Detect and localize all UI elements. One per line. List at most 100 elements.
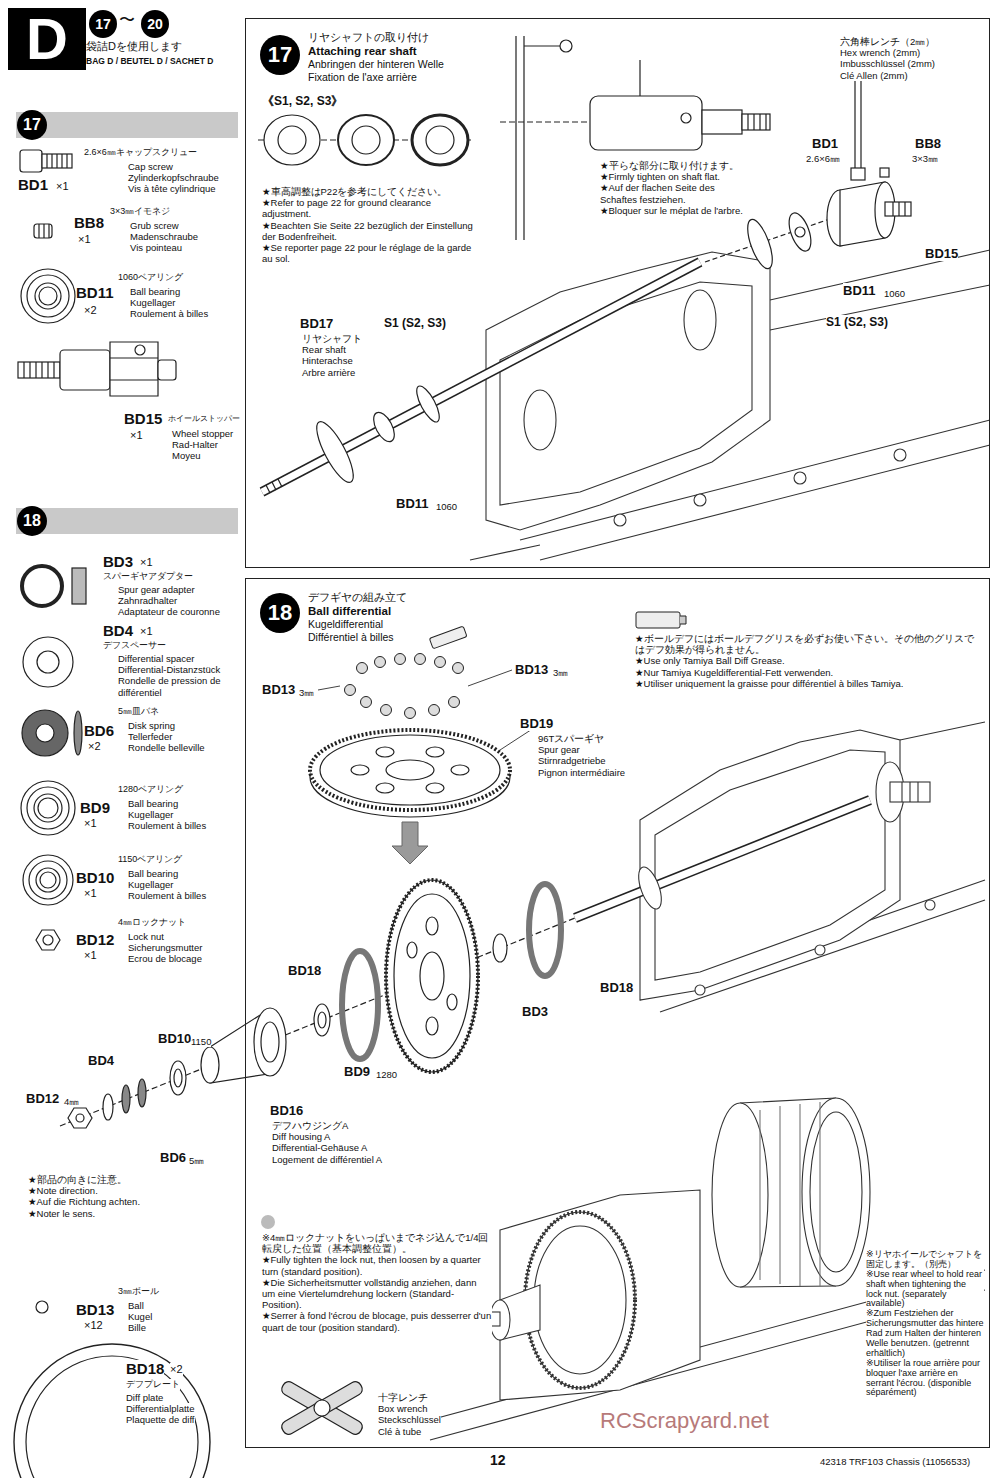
part-icon (74, 711, 82, 755)
label-group: RCScrapyard.net (600, 1408, 769, 1434)
node-text-block: 17 (95, 17, 111, 31)
label-group: ×1 (84, 817, 97, 830)
note-text: Ball (128, 1300, 144, 1311)
note-text: Wheel stopper (172, 428, 233, 439)
part-icon (26, 1356, 198, 1478)
note-text: Vis pointeau (130, 242, 182, 253)
shaft-flat-drawing (516, 36, 524, 240)
step-title: Attaching rear shaft (308, 44, 417, 58)
part-callout: BD11 (76, 284, 114, 302)
assembly-drawing (525, 1212, 635, 1388)
rear-shaft-drawing (266, 479, 282, 493)
note-text: 1280 (376, 1069, 397, 1080)
parts-band (16, 112, 238, 138)
chassis-drawing (794, 472, 806, 484)
label-group: 六角棒レンチ（2㎜）Hex wrench (2mm)Imbusschlüssel… (840, 36, 935, 81)
note-text: スパーギヤアダプター (103, 571, 193, 582)
note-text: ★Fully tighten the lock nut, then loosen… (262, 1254, 492, 1276)
note-text: Diff housing A (272, 1131, 330, 1142)
part-callout: BD10 (158, 1031, 191, 1046)
part-callout: BD3 (522, 1004, 548, 1019)
label-group: BD17 (300, 316, 333, 331)
label-group: Cap screwZylinderkopfschraubeVis à tête … (128, 161, 219, 195)
diff-exploded-drawing (60, 916, 580, 1126)
label-group: ※4㎜ロックナットをいっぱいまでネジ込んで1/4回転戻した位置（基本調整位置）。… (262, 1232, 492, 1333)
label-group: 12 (490, 1452, 506, 1469)
label-group: Diff plateDifferentialplattePlaquette de… (126, 1392, 195, 1426)
note-text: ×2 (84, 304, 97, 317)
label-group: BD13 (515, 662, 548, 677)
note-text: 3㎜ (553, 667, 568, 678)
part-callout: BD15 (124, 410, 162, 428)
label-group: BD11 (76, 284, 114, 302)
note-text: ★Die Sicherheitsmutter vollständig anzie… (262, 1277, 492, 1311)
spur-gear-drawing (426, 747, 444, 757)
note-text: Madenschraube (130, 231, 198, 242)
step-number-circle: 17 (17, 110, 47, 140)
spacer-drawing (264, 115, 320, 165)
label-group: BallKugelBille (128, 1300, 152, 1334)
label-group: BB8 (74, 214, 104, 232)
ball-set-drawing (361, 697, 372, 708)
rear-shaft-drawing (785, 210, 816, 254)
note-text: Cap screw (128, 161, 173, 172)
grease-icon (636, 612, 680, 628)
diff-exploded-drawing (122, 1085, 130, 1113)
label-group: Wheel stopperRad-HalterMoyeu (172, 428, 233, 462)
diff-exploded-drawing (407, 942, 417, 958)
diff-exploded-drawing (68, 1108, 92, 1128)
note-text: Kugellager (128, 809, 173, 820)
label-group: 1150 (191, 1036, 211, 1047)
node-text-block: デフギヤの組み立てBall differentialKugeldifferent… (308, 591, 407, 644)
diff-exploded-drawing (174, 1069, 182, 1087)
assembly-drawing (534, 1226, 626, 1374)
part-callout: S1 (S2, S3) (826, 315, 888, 329)
part-icon (39, 287, 57, 305)
grease-icon (680, 616, 686, 624)
diff-exploded-drawing (386, 880, 478, 1072)
part-callout: BD1 (18, 176, 48, 194)
spacer-drawing (278, 126, 306, 154)
note-text: Spur gear adapter (118, 584, 195, 595)
label-group: 1280 (376, 1069, 397, 1080)
note-text: Kugel (128, 1311, 152, 1322)
part-icon (36, 868, 60, 892)
note-text: ★Use only Tamiya Ball Diff Grease. (635, 655, 785, 666)
label-group: 2.6×6㎜キャップスクリュー (84, 147, 197, 158)
label-group: BD15 (925, 246, 958, 261)
label-group: スパーギヤアダプター (103, 571, 193, 582)
label-group: S1 (S2, S3) (826, 315, 888, 329)
label-group: BD3 (522, 1004, 548, 1019)
part-callout: BD11 (396, 496, 429, 511)
diff-exploded-drawing (447, 994, 457, 1010)
step-number-circle: 18 (17, 506, 47, 536)
step-title: リヤシャフトの取り付け (308, 31, 429, 44)
note-text: Rear shaft (302, 344, 346, 355)
spur-gear-drawing (310, 730, 510, 817)
step-number: 18 (23, 513, 41, 529)
part-icon (38, 798, 58, 818)
assembly-drawing (261, 1098, 985, 1440)
note-text: 3×3㎜ (912, 153, 938, 164)
part-callout: BD6 (160, 1150, 186, 1165)
ball-set-drawing (405, 708, 416, 719)
rear-shaft-drawing (310, 417, 360, 486)
label-group: BD18 (600, 980, 633, 995)
part-callout: BD13 (262, 682, 295, 697)
diff-exploded-drawing (60, 880, 580, 1128)
label-group: BD18 (126, 1360, 164, 1378)
spacer-drawing (426, 126, 454, 154)
note-text: Steckschlüssel (378, 1414, 441, 1425)
ball-set-drawing (357, 663, 368, 674)
ball-set-drawing (395, 654, 406, 665)
step-title: Fixation de l'axe arrière (308, 71, 417, 84)
note-text: ※Zum Festziehen der Sicherungsmutter das… (866, 1309, 984, 1358)
label-group: BAG D / BEUTEL D / SACHET D (86, 56, 213, 66)
note-text: ×1 (84, 887, 97, 900)
note-text: ★Noter le sens. (28, 1208, 95, 1219)
assembly-drawing (261, 1215, 275, 1229)
note-text: 4㎜ロックナット (118, 917, 186, 928)
spur-gear-drawing (386, 760, 434, 780)
step-number-circle: 20 (141, 10, 169, 38)
chassis-drawing (614, 514, 626, 526)
